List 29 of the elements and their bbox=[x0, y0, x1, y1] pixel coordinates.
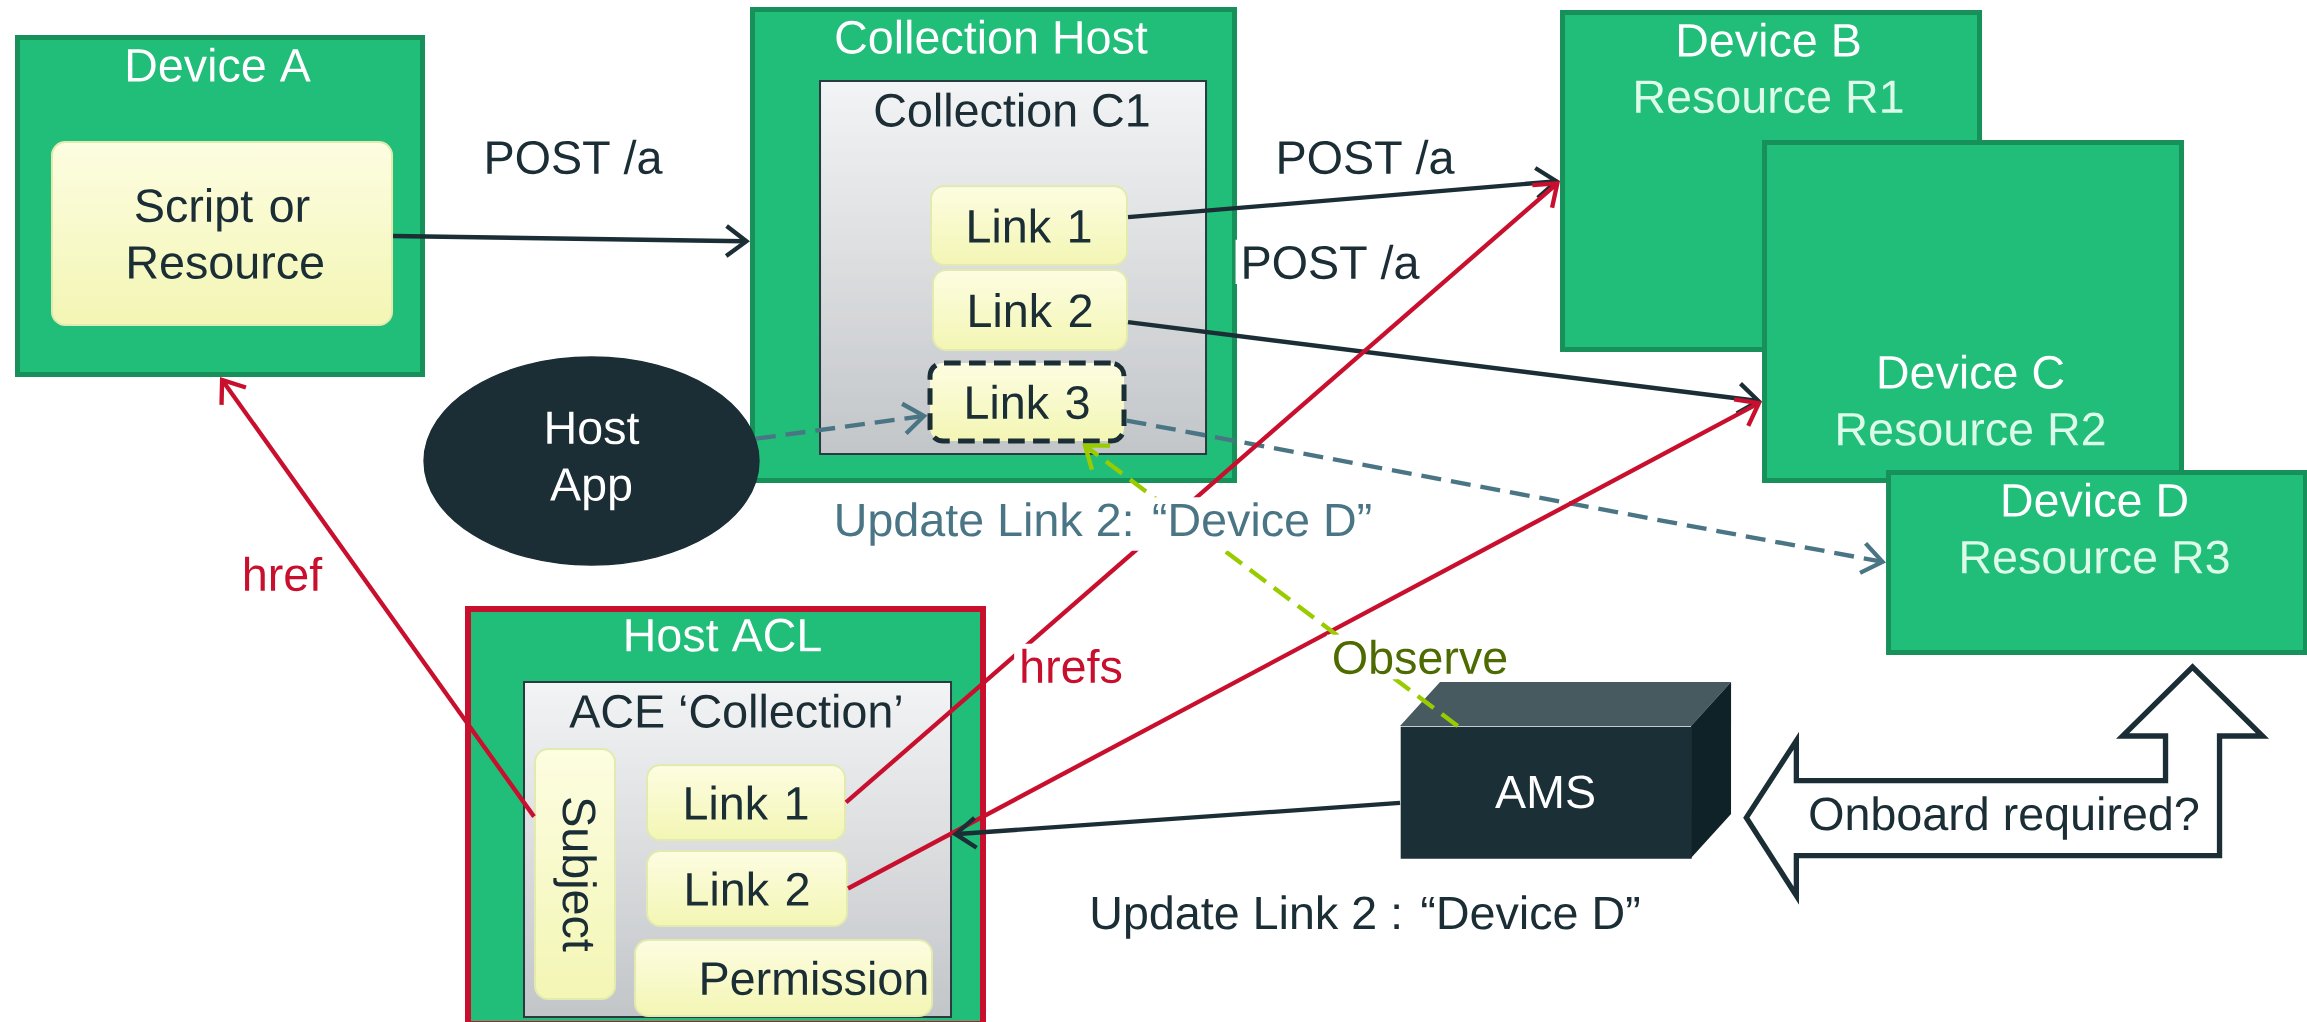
link-box: Link 2 bbox=[646, 850, 848, 927]
link-box: Link 3 bbox=[927, 360, 1127, 444]
arrow bbox=[219, 377, 536, 818]
arrow bbox=[1127, 166, 1561, 220]
arrow bbox=[392, 224, 750, 258]
arrow bbox=[755, 401, 928, 441]
arrow bbox=[847, 397, 1763, 891]
edge-label: Update Link 2 : “Device D” bbox=[1084, 890, 1646, 944]
arrow bbox=[844, 181, 1561, 805]
arrow bbox=[952, 800, 1401, 850]
note-text: Update Link 2: “Device D” bbox=[828, 497, 1378, 551]
edge-label: Observe bbox=[1326, 634, 1514, 680]
link-box: Link 1 bbox=[930, 185, 1128, 266]
device-box: Device C Resource R2 bbox=[1762, 140, 2185, 483]
link-box: Link 1 bbox=[646, 764, 846, 841]
permission-box: Permission bbox=[634, 939, 933, 1017]
edge-label: POST /a bbox=[478, 134, 668, 180]
server-block: AMS bbox=[1400, 682, 1732, 859]
subject-box: Subject bbox=[534, 748, 616, 1000]
edge-label: href bbox=[236, 551, 328, 597]
edge-label: Onboard required? bbox=[1803, 791, 2205, 845]
link-box: Link 2 bbox=[932, 269, 1128, 351]
edge-label: POST /a bbox=[1235, 239, 1425, 285]
device-box: Device D Resource R3 bbox=[1886, 470, 2307, 655]
script-box: Script or Resource bbox=[51, 141, 393, 326]
note-text: hrefs bbox=[1014, 643, 1128, 689]
edge-label: POST /a bbox=[1270, 134, 1460, 180]
arrow bbox=[1127, 320, 1763, 416]
arrow bbox=[1126, 418, 1887, 575]
